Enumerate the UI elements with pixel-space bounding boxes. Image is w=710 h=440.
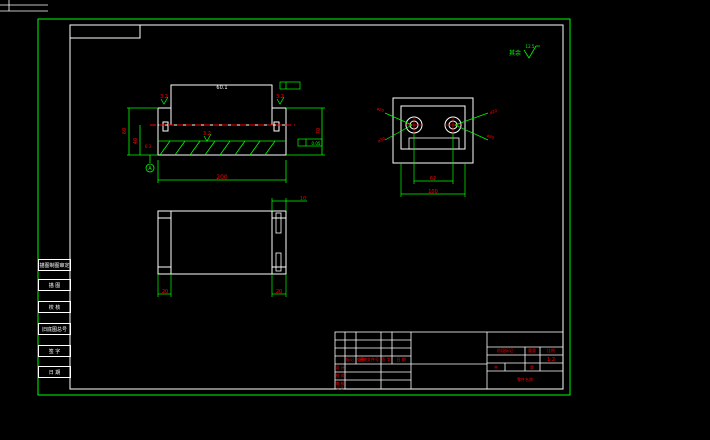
tb-sheet-total: 共 [494, 364, 498, 370]
leader [384, 124, 413, 141]
side-label-3: 旧底图总号 [38, 323, 71, 335]
dim-bottom-left: 20 [162, 289, 168, 295]
title-block [334, 331, 564, 390]
tb-row-label: 设 计 [335, 364, 344, 370]
tb-right-label: 阶段标记 [497, 347, 513, 353]
code-box [69, 24, 141, 39]
roughness-bottom-left: 6.3 [145, 144, 152, 149]
tolerance-frame-right [297, 138, 323, 147]
dim-top-right: 10 [300, 196, 306, 202]
tb-right-label: 重量 [528, 347, 536, 353]
section-hatch [158, 140, 286, 156]
side-label-0: 描图制图审定 [38, 259, 71, 271]
surface-note: 其余 12.5 [509, 44, 540, 59]
callout-bottom-left: ø30 [377, 136, 386, 144]
dim-right-h: 70 [316, 128, 322, 134]
leader [384, 112, 413, 126]
top-slot-a [275, 212, 282, 234]
surface-note-label: 其余 [509, 49, 521, 57]
notch-right [273, 121, 280, 132]
title-block-frame [334, 331, 564, 390]
roughness-top-left: 3.2 [160, 94, 168, 100]
top-outline [157, 210, 287, 275]
front-view: 60.1 200 60 40 70 3.2 3.2 3.2 6.3 A [122, 81, 325, 183]
callout-top-right: ø20 [489, 108, 498, 115]
leader [454, 112, 489, 126]
tb-part-name: 零件名称 [517, 376, 533, 382]
side-slot [408, 137, 460, 150]
surface-note-value: 12.5 [526, 44, 535, 49]
tb-row-label: 工 艺 [337, 385, 344, 390]
roughness-top-left-icon [160, 96, 169, 105]
tb-cell: 更改文件号 [359, 356, 379, 362]
tb-sheet-number: 第 [530, 364, 534, 370]
side-label-1: 描 图 [38, 279, 71, 291]
tb-row-label: 校 对 [335, 372, 344, 378]
callout-bottom-right: ø30 [486, 133, 495, 141]
roughness-center-icon [203, 133, 212, 142]
side-label-4: 签 字 [38, 345, 71, 357]
tb-cell: 日 期 [396, 356, 405, 362]
side-outline [392, 97, 474, 164]
dim-width-text: 200 [216, 174, 228, 181]
side-label-2: 校 核 [38, 301, 71, 313]
inner-frame [69, 24, 564, 390]
front-upper-body [170, 84, 273, 126]
outer-frame [37, 18, 571, 396]
roughness-center: 3.2 [203, 131, 211, 137]
tb-row-label: 审 核 [335, 380, 344, 386]
tb-cell: 签 字 [381, 356, 390, 362]
dim-left-h2: 60 [122, 128, 128, 134]
dim-hole-spacing: 62 [430, 176, 436, 182]
tb-cell: 处数 [357, 356, 365, 362]
top-view: 10 20 20 [157, 196, 307, 297]
tolerance-frame-top [279, 81, 301, 90]
callout-top-left: ø20 [376, 106, 385, 113]
front-base [157, 124, 287, 156]
roughness-top-right: 3.2 [276, 94, 284, 100]
top-slot-b [275, 252, 282, 272]
notch-left [162, 121, 169, 132]
datum-circle [145, 163, 155, 173]
dim-bottom-right: 20 [276, 289, 282, 295]
datum-label: A [148, 166, 152, 172]
side-view: ø20 ø30 ø20 ø30 62 100 [376, 97, 498, 197]
tolerance-value: 0.05 [312, 141, 321, 146]
tb-cell: 标记 [346, 356, 354, 362]
side-label-5: 日 期 [38, 366, 71, 378]
dim-side-width: 100 [428, 189, 438, 195]
tb-scale: 1:2 [547, 357, 555, 363]
roughness-top-right-icon [276, 96, 285, 105]
tb-right-label: 比例 [547, 347, 555, 353]
front-top-label: 60.1 [216, 85, 227, 91]
roughness-icon [523, 45, 540, 59]
leader [454, 124, 489, 141]
dim-left-h1: 40 [133, 138, 139, 144]
